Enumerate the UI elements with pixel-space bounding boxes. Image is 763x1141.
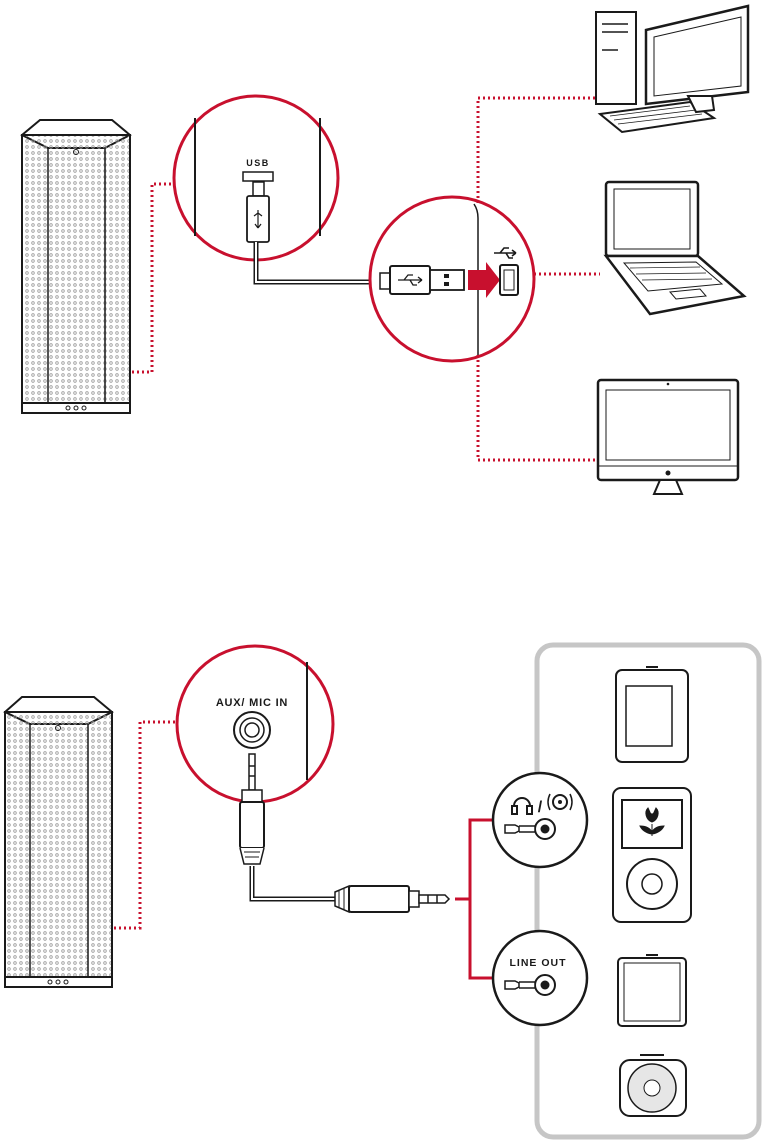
aux-port-zoom: AUX/ MIC IN: [177, 646, 333, 864]
click-wheel-player-icon: [613, 788, 691, 922]
line-out-label: LINE OUT: [510, 957, 567, 969]
speaker-top: [22, 120, 130, 413]
headphone-separator: /: [538, 799, 543, 816]
aux-leader-line: [114, 722, 180, 928]
usb-port-label: USB: [246, 158, 270, 168]
computer-leader-line: [478, 98, 600, 205]
aux-port-label: AUX/ MIC IN: [216, 697, 288, 709]
usb-leader-line: [132, 184, 183, 372]
headphone-out-zoom: /: [493, 773, 587, 867]
aux-cable: [252, 866, 335, 899]
usb-port-zoom: USB: [174, 96, 338, 260]
desktop-computer-icon: [596, 6, 748, 132]
usb-a-zoom: [370, 197, 534, 361]
aux-plug: [335, 886, 449, 912]
line-out-zoom: LINE OUT: [493, 931, 587, 1025]
clip-player-icon: [618, 955, 686, 1026]
media-player-icon: [616, 667, 688, 762]
speaker-bottom: [5, 697, 112, 987]
shuffle-player-icon: [620, 1055, 686, 1116]
laptop-icon: [606, 182, 744, 314]
all-in-one-computer-icon: [598, 380, 738, 494]
